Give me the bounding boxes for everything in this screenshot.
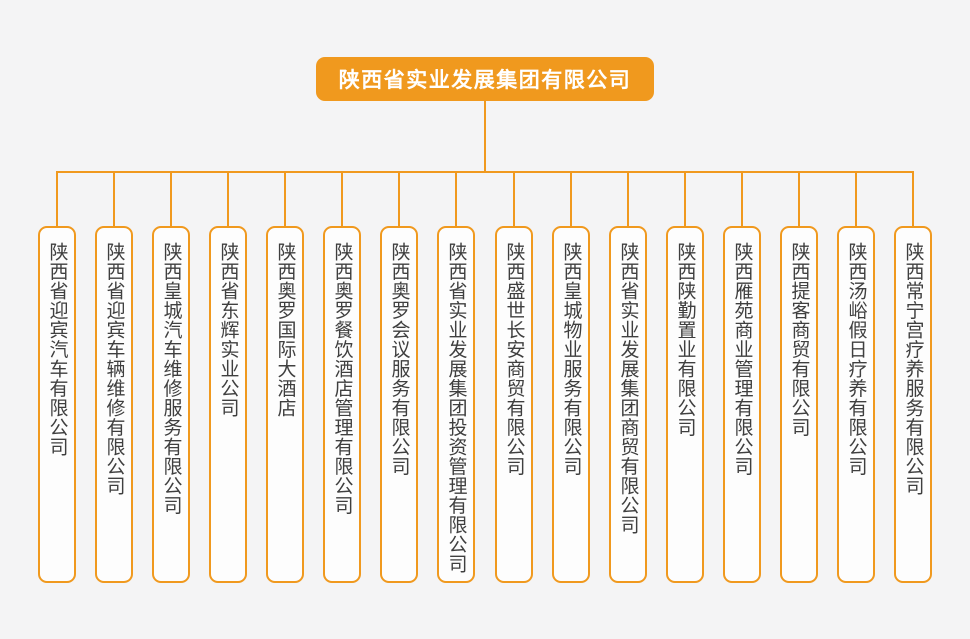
org-node: 陕西奥罗餐饮酒店管理有限公司 <box>323 226 361 583</box>
org-node: 陕西省东辉实业公司 <box>209 226 247 583</box>
org-node-label: 陕西省实业发展集团投资管理有限公司 <box>445 242 467 574</box>
org-node: 陕西省迎宾汽车有限公司 <box>38 226 76 583</box>
org-node-label: 陕西奥罗国际大酒店 <box>274 242 296 418</box>
drop-line <box>455 172 457 226</box>
drop-line <box>912 172 914 226</box>
org-node: 陕西奥罗国际大酒店 <box>266 226 304 583</box>
org-node: 陕西奥罗会议服务有限公司 <box>380 226 418 583</box>
org-node-label: 陕西省迎宾汽车有限公司 <box>46 242 68 457</box>
org-node-label: 陕西皇城物业服务有限公司 <box>560 242 582 476</box>
root-node: 陕西省实业发展集团有限公司 <box>316 57 654 101</box>
drop-line <box>170 172 172 226</box>
root-stem-line <box>484 100 486 172</box>
org-node: 陕西雁苑商业管理有限公司 <box>723 226 761 583</box>
org-node: 陕西汤峪假日疗养有限公司 <box>837 226 875 583</box>
drop-line <box>798 172 800 226</box>
drop-line <box>627 172 629 226</box>
drop-line <box>684 172 686 226</box>
org-node-label: 陕西汤峪假日疗养有限公司 <box>845 242 867 476</box>
drop-line <box>513 172 515 226</box>
drop-line <box>741 172 743 226</box>
org-node-label: 陕西常宁宫疗养服务有限公司 <box>902 242 924 496</box>
org-node-label: 陕西盛世长安商贸有限公司 <box>503 242 525 476</box>
drop-line <box>227 172 229 226</box>
drop-line <box>341 172 343 226</box>
drop-line <box>284 172 286 226</box>
org-node: 陕西皇城汽车维修服务有限公司 <box>152 226 190 583</box>
org-node-label: 陕西省实业发展集团商贸有限公司 <box>617 242 639 535</box>
org-node-label: 陕西皇城汽车维修服务有限公司 <box>160 242 182 515</box>
org-node-label: 陕西陕勤置业有限公司 <box>674 242 696 437</box>
drop-line <box>855 172 857 226</box>
org-node-label: 陕西提客商贸有限公司 <box>788 242 810 437</box>
horizontal-bus-line <box>56 171 914 173</box>
org-node: 陕西省迎宾车辆维修有限公司 <box>95 226 133 583</box>
org-node-label: 陕西雁苑商业管理有限公司 <box>731 242 753 476</box>
drop-line <box>113 172 115 226</box>
org-node-label: 陕西奥罗会议服务有限公司 <box>388 242 410 476</box>
drop-line <box>398 172 400 226</box>
drop-line <box>570 172 572 226</box>
org-node: 陕西常宁宫疗养服务有限公司 <box>894 226 932 583</box>
org-node: 陕西提客商贸有限公司 <box>780 226 818 583</box>
org-node: 陕西盛世长安商贸有限公司 <box>495 226 533 583</box>
org-node-label: 陕西奥罗餐饮酒店管理有限公司 <box>331 242 353 515</box>
org-node: 陕西陕勤置业有限公司 <box>666 226 704 583</box>
org-node: 陕西省实业发展集团商贸有限公司 <box>609 226 647 583</box>
org-node-label: 陕西省迎宾车辆维修有限公司 <box>103 242 125 496</box>
root-node-label: 陕西省实业发展集团有限公司 <box>338 69 632 92</box>
org-node: 陕西省实业发展集团投资管理有限公司 <box>437 226 475 583</box>
org-node: 陕西皇城物业服务有限公司 <box>552 226 590 583</box>
org-node-label: 陕西省东辉实业公司 <box>217 242 239 418</box>
drop-line <box>56 172 58 226</box>
